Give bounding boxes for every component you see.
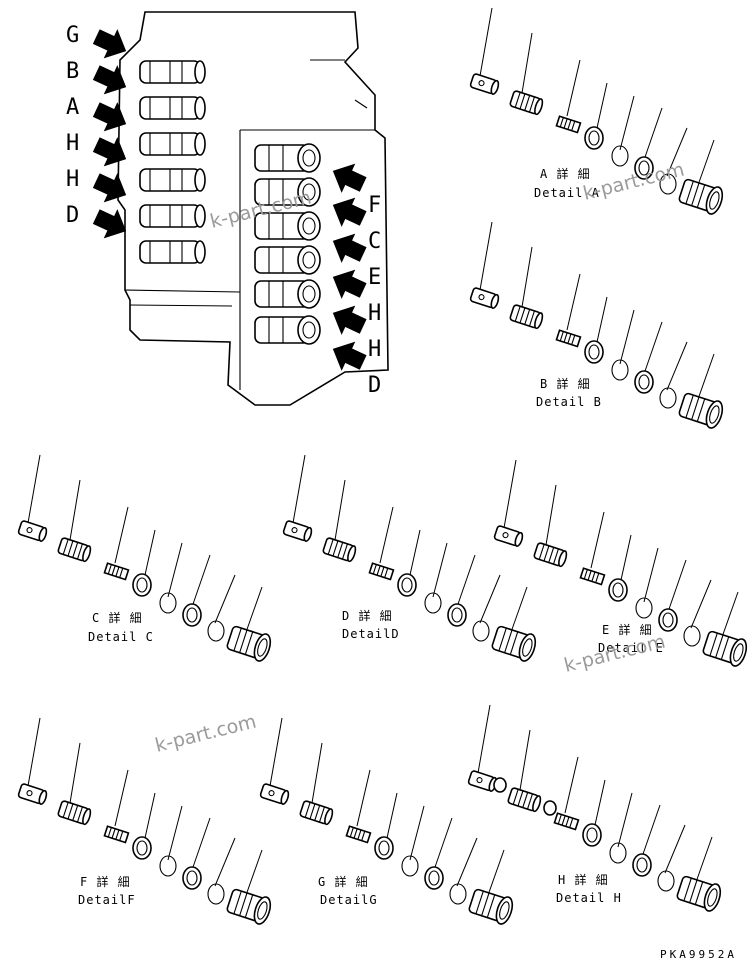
callout-letter: C: [368, 229, 381, 254]
callout-letter: D: [66, 203, 79, 228]
detail-caption-jp: B 詳 細: [540, 376, 591, 391]
callout-letter: H: [66, 131, 79, 156]
detail-d: D 詳 細 DetailD: [282, 454, 540, 664]
detail-caption-en: DetailF: [78, 893, 136, 907]
detail-caption-jp: H 詳 細: [558, 872, 609, 887]
detail-f: F 詳 細 DetailF: [17, 717, 275, 927]
detail-caption-jp: D 詳 細: [342, 608, 393, 623]
detail-b: B 詳 細 Detail B: [469, 221, 727, 431]
detail-caption-jp: A 詳 細: [540, 166, 591, 181]
detail-caption-en: Detail H: [556, 891, 622, 905]
detail-caption-en: Detail E: [598, 641, 664, 655]
callout-letter: H: [368, 337, 381, 362]
callout-letter: F: [368, 193, 381, 218]
callout-letter: H: [66, 167, 79, 192]
detail-caption-jp: G 詳 細: [318, 874, 369, 889]
detail-a: A 詳 細 Detail A: [469, 7, 727, 217]
detail-caption-en: DetailG: [320, 893, 378, 907]
detail-caption-en: DetailD: [342, 627, 400, 641]
left-label-column: G B A H H D: [66, 23, 79, 228]
callout-letter: A: [66, 95, 79, 120]
callout-letter: G: [66, 23, 79, 48]
right-label-column: F C E H H D: [368, 193, 381, 398]
detail-g: G 詳 細 DetailG: [259, 717, 517, 927]
detail-caption-en: Detail C: [88, 630, 154, 644]
detail-caption-jp: C 詳 細: [92, 610, 143, 625]
drawing-code: PKA9952A: [660, 948, 737, 961]
callout-letter: E: [368, 265, 381, 290]
detail-caption-en: Detail A: [534, 186, 600, 200]
detail-c: C 詳 細 Detail C: [17, 454, 275, 664]
callout-letter: H: [368, 301, 381, 326]
detail-caption-en: Detail B: [536, 395, 602, 409]
detail-h: H 詳 細 Detail H: [467, 704, 725, 914]
detail-caption-jp: F 詳 細: [80, 874, 131, 889]
detail-caption-jp: E 詳 細: [602, 622, 653, 637]
callout-letter: B: [66, 59, 79, 84]
watermark-text: k-part.com: [153, 710, 259, 756]
watermark-text: k-part.com: [562, 630, 668, 676]
detail-e: E 詳 細 Detail E: [493, 459, 751, 669]
callout-letter: D: [368, 373, 381, 398]
watermark-text: k-part.com: [581, 158, 687, 204]
